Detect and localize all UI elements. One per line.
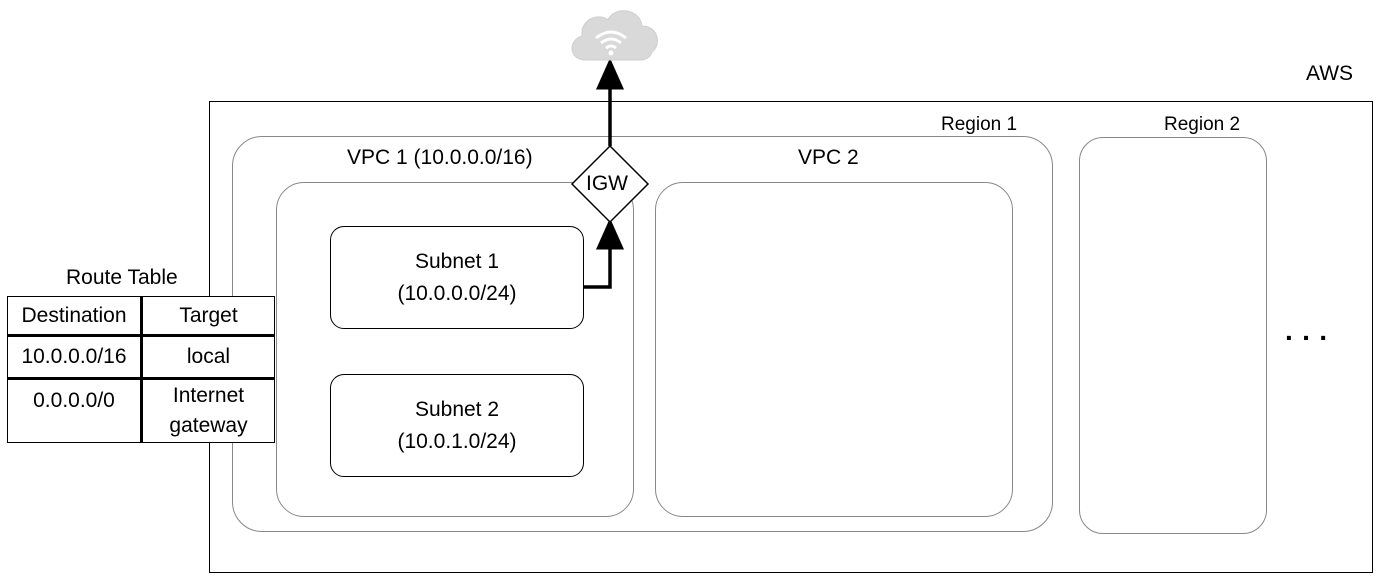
vpc-1-label: VPC 1 (10.0.0.0/16) — [347, 146, 533, 169]
route-table-cell: local — [141, 335, 275, 379]
route-table-row: 10.0.0.0/16 local — [7, 335, 275, 379]
subnet-1: Subnet 1 (10.0.0.0/24) — [330, 226, 584, 329]
route-table-row: 0.0.0.0/0 Internet gateway — [7, 378, 275, 443]
route-table: Destination Target 10.0.0.0/16 local 0.0… — [7, 296, 275, 443]
vpc-2-label: VPC 2 — [798, 146, 859, 169]
igw-diamond — [570, 144, 650, 224]
route-table-title: Route Table — [66, 266, 178, 289]
route-table-cell: 0.0.0.0/0 — [7, 378, 143, 443]
subnet1-to-igw-arrow — [584, 218, 624, 289]
route-table-header-target: Target — [141, 296, 275, 336]
route-table-cell: 10.0.0.0/16 — [7, 335, 143, 379]
vpc-1 — [276, 182, 634, 517]
region-2-label: Region 2 — [1164, 114, 1241, 135]
aws-label: AWS — [1306, 62, 1354, 85]
more-regions-ellipsis: · · · — [1285, 322, 1329, 353]
route-table-cell: Internet gateway — [141, 378, 275, 443]
subnet-2-cidr: (10.0.1.0/24) — [397, 429, 517, 453]
cloud-wifi-icon — [571, 10, 658, 61]
subnet-2-name: Subnet 2 — [414, 397, 500, 421]
subnet-1-name: Subnet 1 — [414, 249, 500, 273]
region-2 — [1079, 137, 1267, 534]
region-1-label: Region 1 — [941, 114, 1018, 135]
subnet-1-cidr: (10.0.0.0/24) — [397, 281, 517, 305]
vpc-2 — [655, 182, 1013, 517]
igw-label: IGW — [586, 172, 628, 195]
subnet-2: Subnet 2 (10.0.1.0/24) — [330, 374, 584, 477]
route-table-header-destination: Destination — [7, 296, 143, 336]
route-table-header-row: Destination Target — [7, 296, 275, 336]
